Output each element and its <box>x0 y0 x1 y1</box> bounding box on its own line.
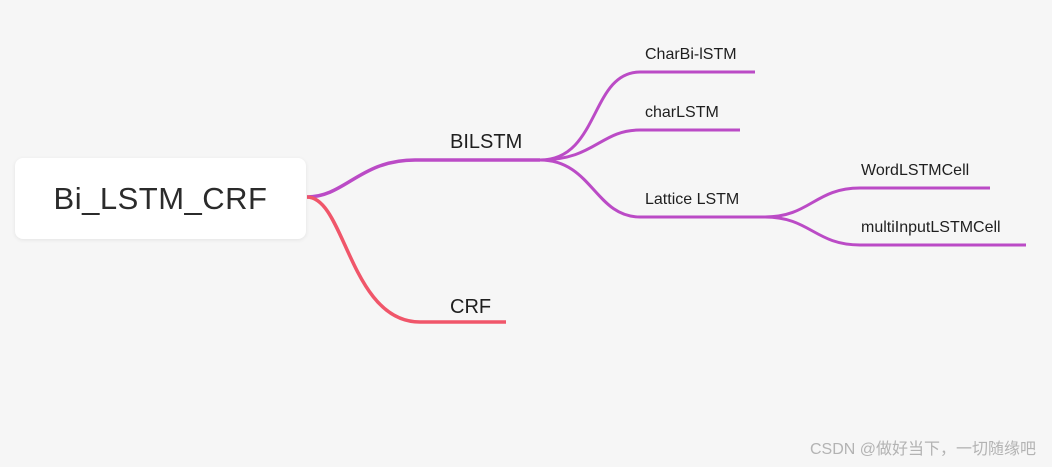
node-charbi-lstm[interactable]: CharBi-lSTM <box>645 46 737 63</box>
root-node-label: Bi_LSTM_CRF <box>53 180 268 216</box>
node-wordlstmcell[interactable]: WordLSTMCell <box>861 162 970 179</box>
edge-bilstm-charlstm <box>539 128 740 162</box>
edge-lattice-wordlstmcell <box>764 186 990 219</box>
root-node[interactable]: Bi_LSTM_CRF <box>15 158 306 239</box>
node-crf[interactable]: CRF <box>450 296 492 318</box>
edge-root-crf <box>306 195 506 324</box>
node-multiinputlstmcell[interactable]: multiInputLSTMCell <box>861 219 1001 236</box>
edge-bilstm-lattice-lstm <box>539 158 765 219</box>
edge-lattice-multiinput <box>764 215 1026 247</box>
edge-root-bilstm <box>306 158 540 199</box>
edge-bilstm-charbi-lstm <box>539 70 755 162</box>
node-bilstm[interactable]: BILSTM <box>450 131 523 153</box>
csdn-watermark: CSDN @做好当下，一切随缘吧 <box>809 441 1036 458</box>
node-lattice-lstm[interactable]: Lattice LSTM <box>645 191 740 208</box>
node-charlstm[interactable]: charLSTM <box>645 104 719 121</box>
